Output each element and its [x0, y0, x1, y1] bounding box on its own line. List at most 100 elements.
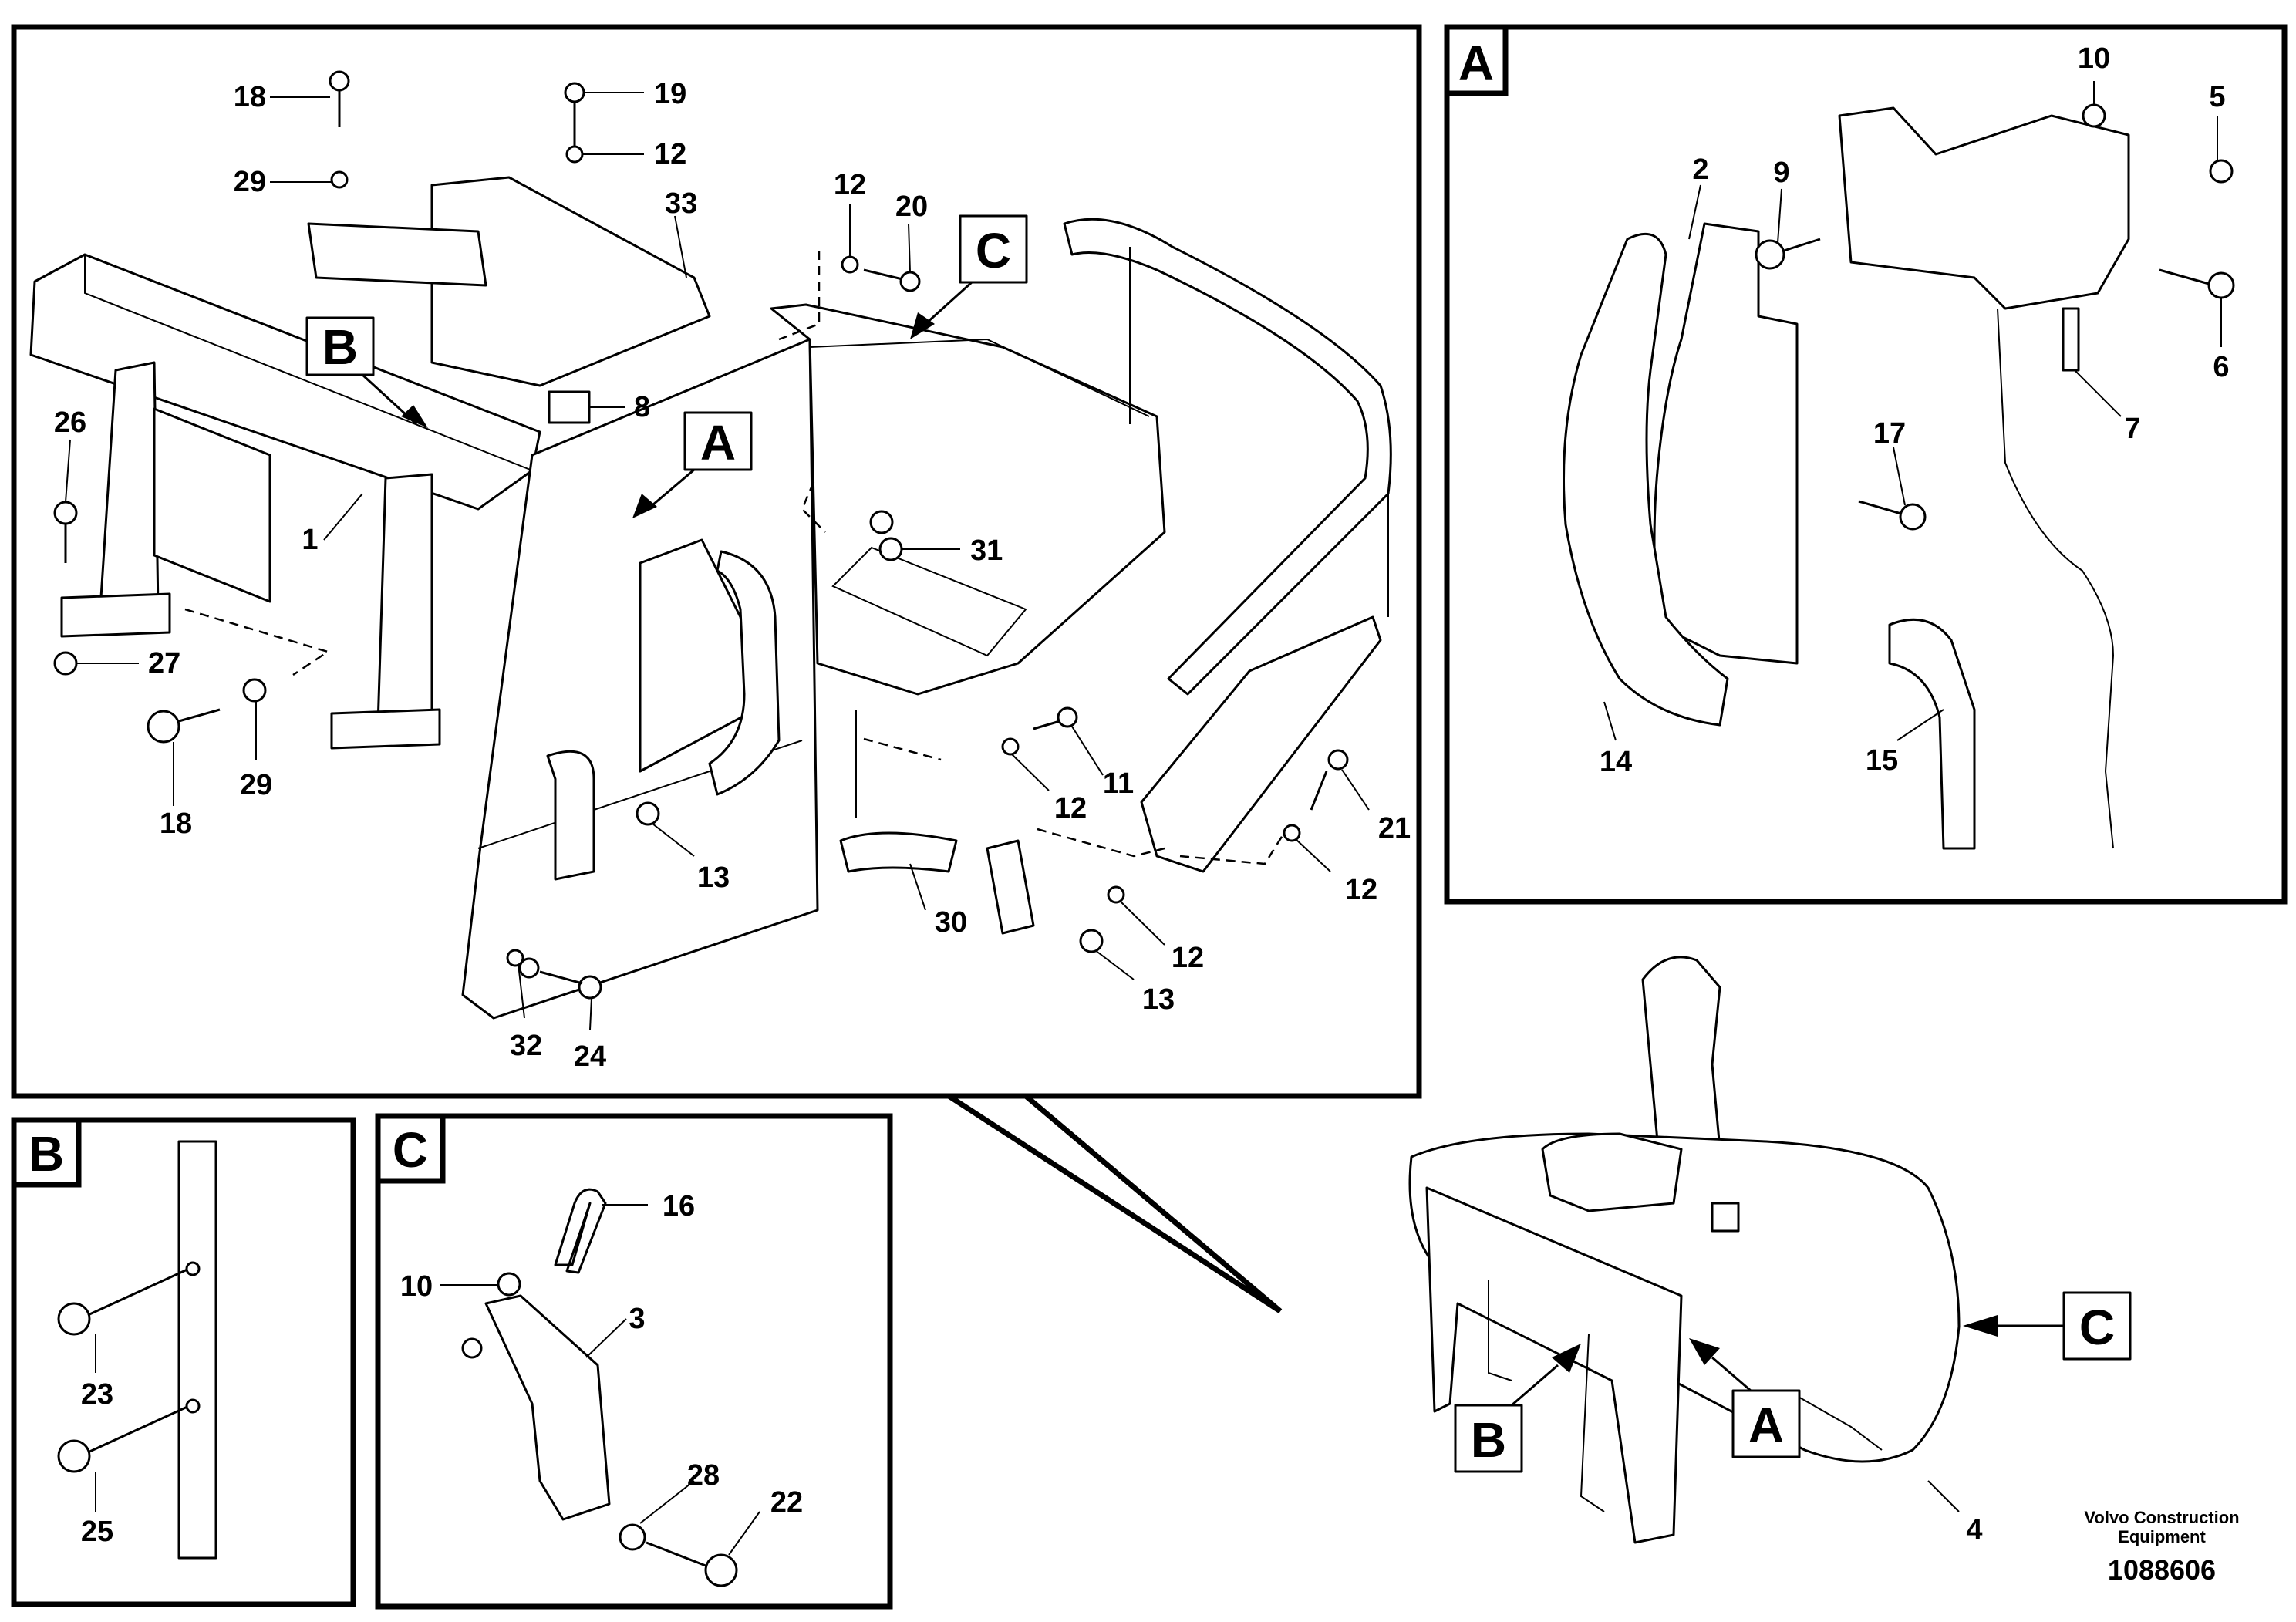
- washer-12-c: [841, 255, 859, 274]
- overview-drawing: [1408, 956, 1961, 1544]
- callout-a-9: 9: [1773, 157, 1789, 189]
- washer-32: [506, 949, 524, 967]
- bolt-22: [704, 1553, 738, 1587]
- callout-c-22: 22: [770, 1486, 803, 1519]
- callout-29-top: 29: [234, 166, 266, 198]
- overview-frame: [1425, 1186, 1683, 1544]
- bolt-11: [1057, 706, 1078, 728]
- bolt-17: [1899, 503, 1927, 531]
- detail-b-frame: B: [11, 1117, 356, 1607]
- bolt-21: [1327, 749, 1349, 771]
- callout-a-14: 14: [1600, 746, 1632, 778]
- main-tag-a: A: [632, 411, 753, 518]
- bolt-18-top: [329, 70, 350, 92]
- overview-callout-4: 4: [1927, 1480, 1983, 1546]
- svg-text:B: B: [322, 319, 358, 375]
- callout-32: 32: [510, 1030, 542, 1062]
- bracket-3: [484, 1294, 611, 1521]
- callout-29-bottom: 29: [240, 769, 272, 801]
- callout-a-15: 15: [1866, 744, 1898, 777]
- callout-30: 30: [935, 906, 967, 939]
- bolt-7: [2062, 307, 2080, 372]
- callout-33: 33: [665, 187, 697, 220]
- center-post: [376, 473, 433, 727]
- callout-19: 19: [654, 78, 686, 110]
- right-bracket: [1140, 615, 1382, 873]
- bolt-24: [578, 975, 602, 1000]
- callout-c-3: 3: [629, 1303, 645, 1335]
- company-line-2: Equipment: [2118, 1527, 2206, 1546]
- detail-b-drawing: [57, 1140, 217, 1560]
- detail-a-drawing: [1563, 103, 2235, 850]
- bolt-9: [1755, 239, 1785, 270]
- callout-1: 1: [302, 524, 318, 556]
- detail-c-leaders: [440, 1204, 760, 1556]
- washer-12-right: [1283, 824, 1301, 842]
- callout-b-23: 23: [81, 1378, 113, 1411]
- trim-15: [1888, 618, 1976, 850]
- hole-upper: [185, 1261, 201, 1276]
- main-view-frame: [11, 24, 1422, 1313]
- washer-31-a: [869, 510, 894, 534]
- callout-8: 8: [634, 391, 650, 423]
- callout-18-top: 18: [234, 81, 266, 113]
- bolt-18-bottom: [147, 710, 180, 744]
- mount-bracket: [1838, 106, 2130, 310]
- document-number: 1088606: [2108, 1554, 2216, 1586]
- detail-c-drawing: [461, 1188, 738, 1587]
- detail-a-leaders: [1603, 81, 2222, 741]
- detail-c-letter: C: [393, 1122, 428, 1178]
- tube-30: [839, 831, 958, 873]
- trim-14: [1563, 232, 1729, 727]
- callout-13-mid: 13: [697, 862, 730, 894]
- left-foot-plate: [60, 592, 171, 638]
- washer-29-bottom: [242, 678, 267, 703]
- svg-text:B: B: [1471, 1412, 1506, 1468]
- washer-12-low: [1107, 885, 1125, 904]
- callout-11: 11: [1103, 767, 1134, 800]
- side-profile: [1997, 308, 2115, 849]
- callout-31: 31: [970, 534, 1003, 567]
- overview-filler: [1541, 1132, 1683, 1212]
- hose-lower: [546, 750, 595, 881]
- bolt-26: [53, 501, 78, 525]
- detail-a-frame: A: [1444, 24, 2288, 905]
- nut-27: [53, 651, 78, 676]
- detail-b-callouts: 23 25: [81, 1378, 113, 1548]
- main-tag-c: C: [910, 214, 1028, 339]
- callout-20: 20: [895, 191, 928, 223]
- callout-c-10: 10: [400, 1270, 433, 1303]
- callout-26: 26: [54, 406, 86, 439]
- callout-18-bottom: 18: [160, 808, 192, 840]
- callout-12-c: 12: [834, 169, 866, 201]
- main-tag-b: B: [305, 316, 428, 428]
- detail-c-frame: C: [375, 1113, 893, 1610]
- beam-panel: [153, 407, 271, 603]
- callout-a-6: 6: [2213, 351, 2229, 383]
- callout-27: 27: [148, 647, 180, 679]
- basket-frame: [770, 303, 1166, 696]
- top-plate-b: [307, 222, 487, 287]
- washer-12-top: [565, 145, 584, 164]
- panel-2: [1653, 222, 1799, 665]
- callout-a-5: 5: [2209, 81, 2225, 113]
- callout-a-10: 10: [2078, 42, 2110, 75]
- left-post: [99, 361, 160, 611]
- svg-text:A: A: [1748, 1398, 1784, 1453]
- washer-28: [619, 1523, 646, 1551]
- callout-a-7: 7: [2124, 413, 2140, 445]
- svg-text:4: 4: [1966, 1514, 1982, 1546]
- washer-12-mid: [1001, 737, 1020, 756]
- bracket-33: [430, 176, 711, 387]
- detail-a-callouts: 10 5 2 9 6 7 17 14 15: [1600, 42, 2230, 778]
- nut-13-low: [1079, 929, 1104, 953]
- svg-text:A: A: [700, 415, 736, 470]
- pad-8: [548, 390, 591, 424]
- washer-32b: [518, 957, 540, 979]
- callout-a-2: 2: [1692, 153, 1708, 186]
- callout-24: 24: [574, 1040, 606, 1073]
- svg-text:C: C: [976, 223, 1011, 278]
- overview-tag-a: A: [1689, 1338, 1801, 1458]
- bolt-23: [57, 1302, 91, 1336]
- bolt-5: [2209, 159, 2234, 184]
